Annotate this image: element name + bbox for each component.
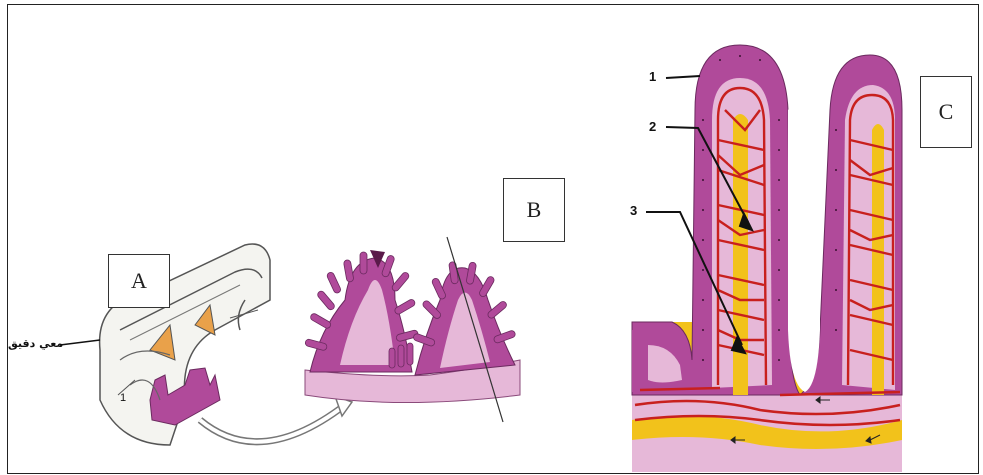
arrow-a-to-b (200, 396, 352, 442)
tube-marker-number: 1 (120, 392, 126, 404)
small-intestine-label: معي دقيق (8, 337, 63, 350)
panel-label-a: A (108, 254, 170, 308)
structure-number-3: 3 (630, 203, 637, 218)
structure-number-1: 1 (649, 69, 656, 84)
structure-number-2: 2 (649, 119, 656, 134)
villus-detail (632, 45, 902, 472)
panel-label-b: B (503, 178, 565, 242)
mucosa-folds (305, 237, 520, 422)
panel-label-c: C (920, 76, 972, 148)
